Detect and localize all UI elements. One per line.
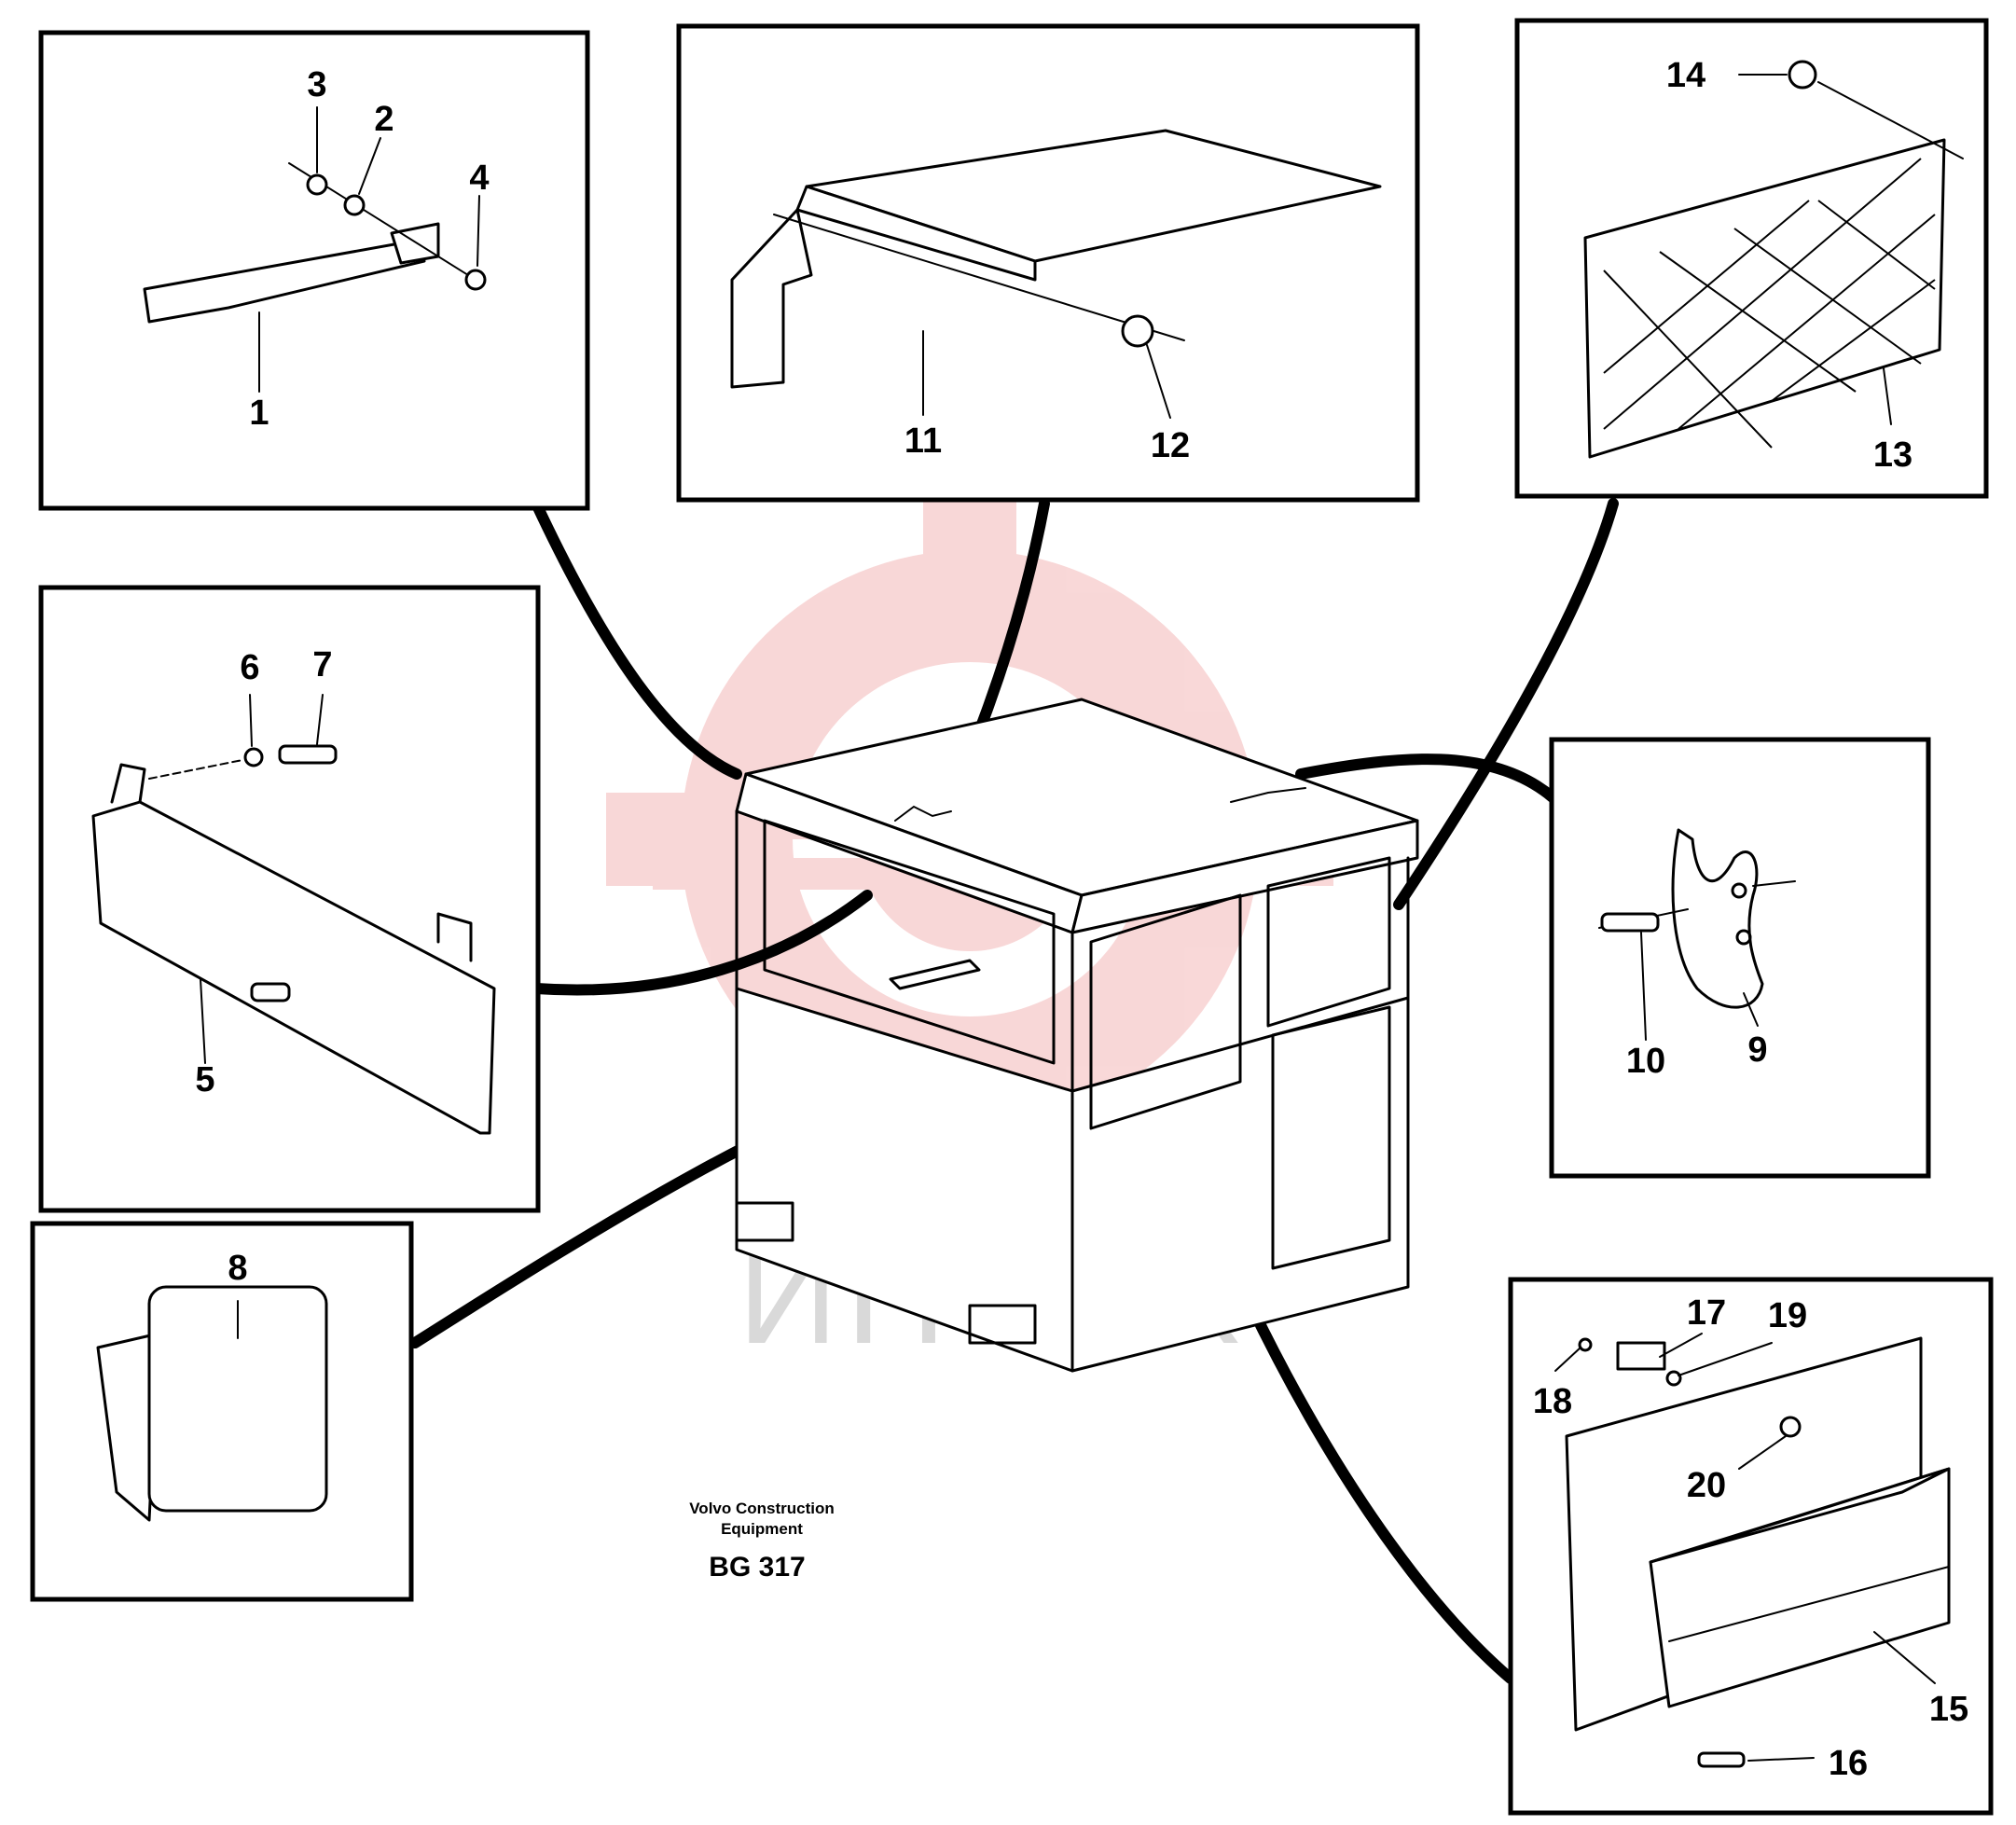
panel-glove-box: 17 19 18 20 15 16 [1508,1277,1994,1816]
callout-17: 17 [1687,1293,1726,1333]
screw-4-icon [464,269,487,291]
callout-3: 3 [307,65,326,104]
cab-illustration [735,698,1419,1373]
caption-line-2: Equipment [721,1520,803,1538]
nut-3-icon [306,173,328,196]
drawing-code: BG 317 [709,1552,805,1583]
screw-10-icon [1600,912,1660,933]
hinge-17-icon [1616,1341,1666,1371]
callout-20: 20 [1687,1466,1726,1505]
callout-4: 4 [469,159,489,198]
caption: Volvo Construction Equipment BG 317 [689,1500,835,1583]
screw-14-icon [1788,60,1817,90]
panel-net: 14 13 [1514,18,1989,499]
callout-11: 11 [904,422,942,461]
nut-12-icon [1121,314,1154,348]
panel-sun-visor: 6 7 5 [38,585,541,1213]
callout-2: 2 [374,100,394,139]
panel-bracket: 11 12 [676,23,1420,503]
screw-18-icon [1578,1337,1593,1352]
callout-16: 16 [1829,1744,1868,1783]
screw-7-icon [278,744,338,765]
panel-handle: 3 2 4 1 [38,30,590,511]
callout-8: 8 [228,1249,247,1288]
screw-16-icon [1697,1751,1746,1768]
callout-18: 18 [1533,1382,1572,1421]
panel-box: 8 [30,1221,414,1602]
callout-9: 9 [1747,1030,1767,1070]
lock-20-icon [1779,1416,1802,1438]
callout-5: 5 [195,1060,214,1099]
callout-12: 12 [1151,426,1190,465]
callout-14: 14 [1666,56,1705,95]
callout-13: 13 [1873,436,1912,475]
callout-1: 1 [249,394,269,433]
callout-7: 7 [312,645,332,684]
callout-6: 6 [240,648,259,687]
callout-15: 15 [1929,1690,1968,1729]
washer-19-icon [1665,1370,1682,1387]
panel-hook: 10 9 [1549,737,1931,1179]
callout-19: 19 [1768,1296,1807,1335]
washer-6-icon [243,747,264,767]
caption-line-1: Volvo Construction [689,1500,835,1517]
washer-2-icon [343,194,366,216]
callout-10: 10 [1626,1042,1665,1081]
